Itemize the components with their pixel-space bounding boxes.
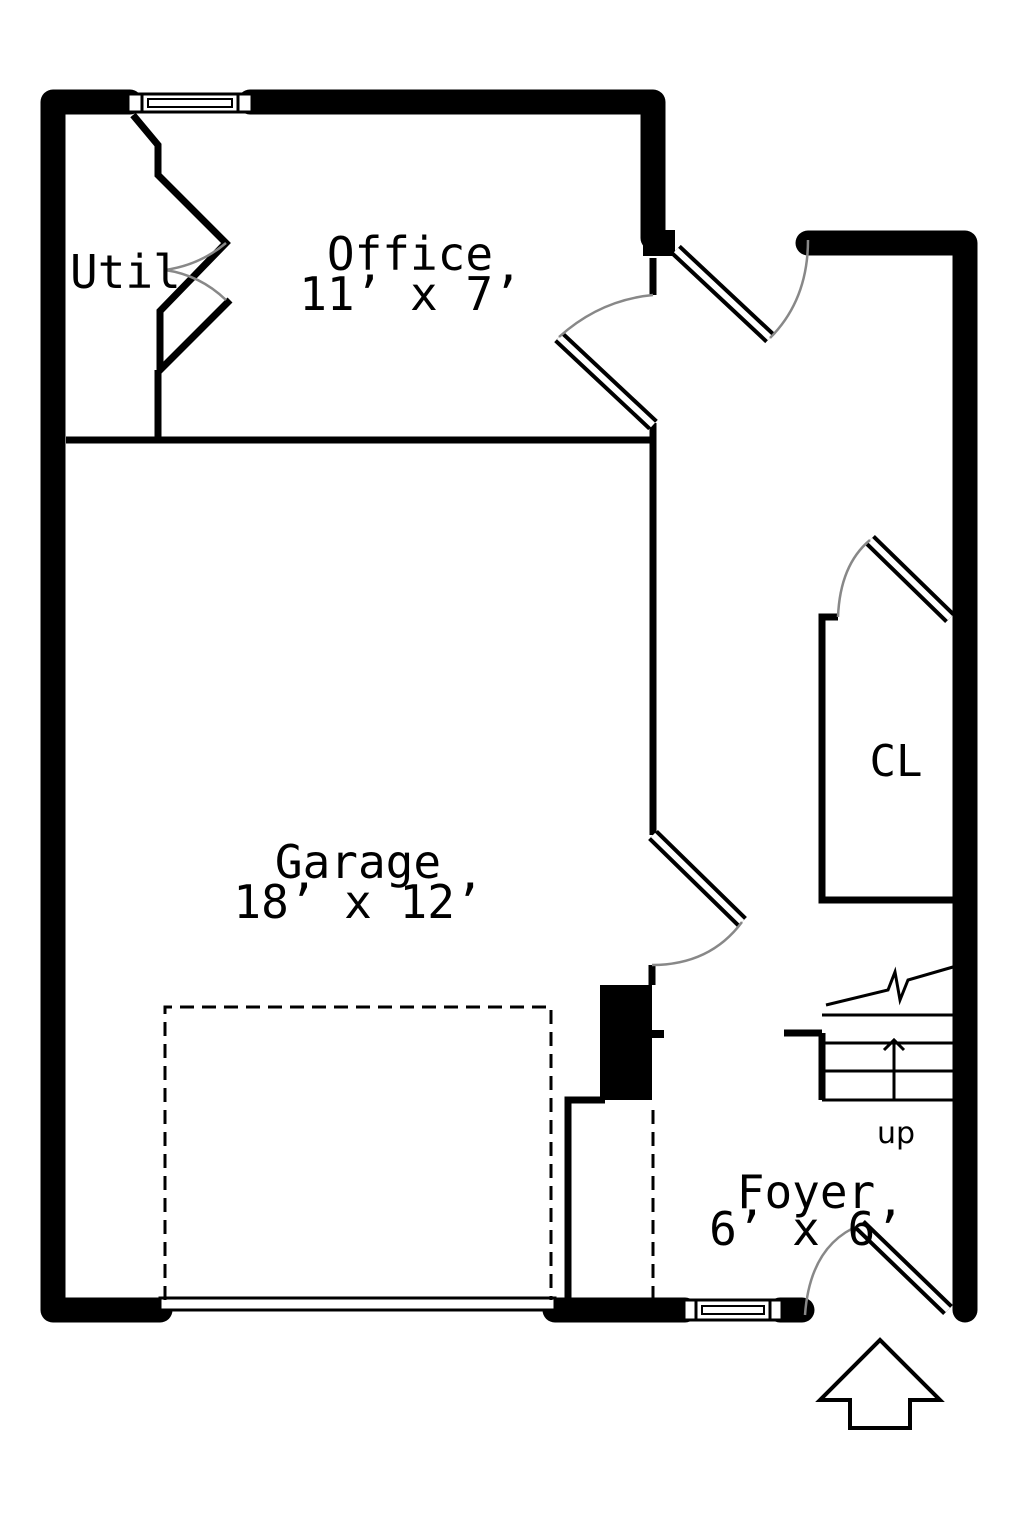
exterior-walls [40, 89, 978, 1323]
garage-overhead-door [158, 1296, 557, 1312]
staircase [822, 965, 954, 1102]
closet-door [836, 534, 955, 624]
garage-hall-door [648, 829, 747, 967]
entry-arrow-icon [815, 1337, 945, 1430]
office-window [126, 92, 254, 114]
structural-column [600, 985, 652, 1100]
hall-door [671, 239, 810, 344]
column-ledge [652, 1030, 664, 1038]
garage-dashed-outline [163, 1005, 655, 1300]
office-door [554, 293, 658, 431]
stairs-up-label: up [877, 1116, 915, 1151]
garage-label: Garage [275, 835, 441, 889]
util-door-swing-arc [164, 242, 227, 301]
foyer-size: 6’ x 6’ [709, 1202, 903, 1256]
foyer-label: Foyer [737, 1165, 875, 1219]
foyer-window [682, 1298, 784, 1322]
office-size: 11’ x 7’ [299, 267, 521, 321]
garage-size: 18’ x 12’ [233, 875, 482, 929]
interior-walls [66, 258, 953, 1300]
office-wall-stub [643, 230, 675, 256]
util-label: Util [70, 245, 181, 299]
closet-label: CL [870, 736, 923, 787]
office-label: Office [327, 227, 493, 281]
entry-door [803, 1219, 953, 1316]
